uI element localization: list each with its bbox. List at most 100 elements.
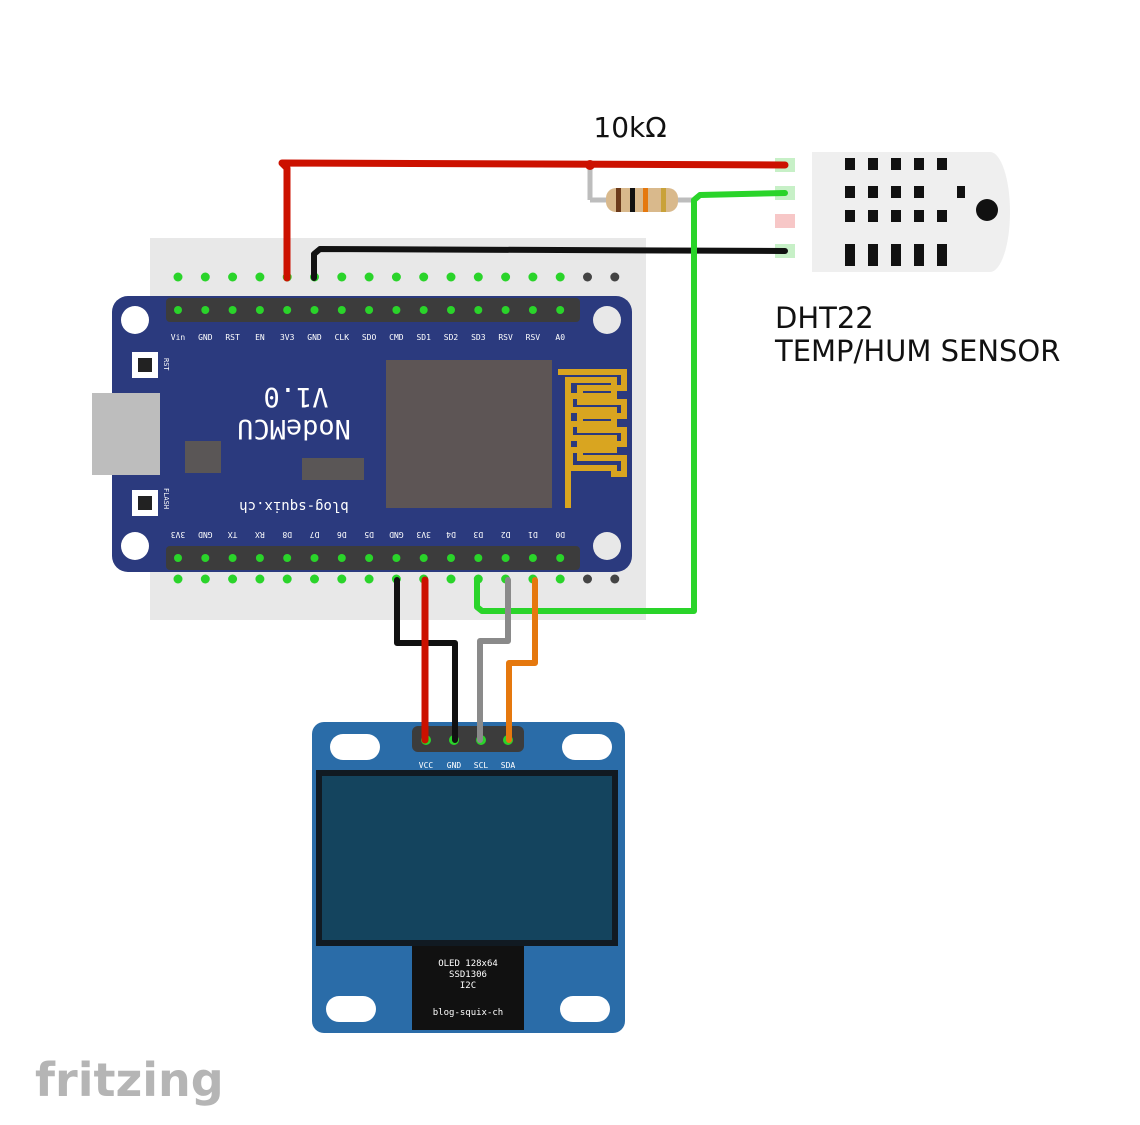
header-pin: [474, 554, 483, 562]
header-pin: [501, 554, 510, 562]
breadboard-hole: [310, 574, 319, 584]
top-pin-label: RSV: [498, 333, 513, 342]
breadboard-hole: [555, 574, 565, 584]
header-pin: [447, 306, 455, 314]
vent-slot: [914, 186, 924, 198]
header-pin: [474, 306, 483, 314]
oled-header: [412, 726, 524, 752]
oled-mounting-hole: [326, 996, 376, 1022]
resistor-label: 10kΩ: [593, 111, 666, 144]
oled-mounting-hole: [562, 734, 612, 760]
breadboard-hole: [255, 272, 265, 282]
oled-module: OLED 128x64 SSD1306 I2C blog-squix-ch VC…: [312, 722, 625, 1033]
antenna-trace: [558, 369, 627, 508]
vent-slot: [891, 244, 901, 266]
oled-mounting-hole: [330, 734, 380, 760]
vent-slot: [868, 186, 878, 198]
vent-slot: [868, 158, 878, 170]
vent-slot: [914, 210, 924, 222]
breadboard-hole: [419, 272, 429, 282]
vent-slot: [937, 158, 947, 170]
top-pin-label: CLK: [335, 333, 350, 342]
wire-black-gnd-sensor: [311, 246, 788, 281]
oled-chip-line4: blog-squix-ch: [433, 1008, 503, 1018]
vent-slot: [914, 158, 924, 170]
oled-mounting-hole: [560, 996, 610, 1022]
header-pin: [228, 554, 237, 562]
header-pin: [228, 306, 237, 314]
wire-junction: [585, 160, 595, 170]
header-pin: [365, 306, 374, 314]
top-pin-label: GND: [198, 333, 213, 342]
bottom-pin-label: D6: [337, 530, 347, 539]
header-pin: [501, 306, 510, 314]
header-pin: [174, 306, 182, 314]
breadboard-hole: [255, 574, 265, 584]
header-pin: [556, 554, 565, 562]
mounting-hole: [121, 532, 149, 560]
bottom-pin-label: D8: [282, 530, 292, 539]
top-pin-label: SD2: [444, 333, 459, 342]
header-pin: [201, 306, 210, 314]
header-pin: [255, 306, 264, 314]
sensor-vent-grid: [845, 158, 965, 266]
bottom-pin-label: D7: [310, 530, 320, 539]
bottom-pin-label: D4: [446, 530, 456, 539]
small-chip: [185, 441, 221, 473]
breadboard-hole: [228, 574, 238, 584]
header-pin: [392, 554, 401, 562]
breadboard-hole: [446, 574, 456, 584]
header-pin: [447, 554, 455, 562]
vent-slot: [937, 210, 947, 222]
breadboard-hole: [337, 574, 347, 584]
bottom-pin-label: D0: [555, 530, 565, 539]
vent-slot: [891, 158, 901, 170]
usb-connector: [92, 393, 160, 475]
breadboard-hole: [282, 574, 292, 584]
bottom-pin-label: D1: [528, 530, 538, 539]
top-pin-label: 3V3: [280, 333, 295, 342]
breadboard-hole: [501, 272, 511, 282]
bottom-pin-label: D2: [501, 530, 511, 539]
breadboard-hole: [473, 272, 483, 282]
mounting-hole: [121, 306, 149, 334]
bottom-pin-label: GND: [198, 530, 213, 539]
esp-chip: [386, 360, 552, 508]
header-pin: [365, 554, 374, 562]
bottom-pin-label: 3V3: [416, 530, 431, 539]
top-pin-label: RST: [225, 333, 240, 342]
breadboard-hole: [528, 272, 538, 282]
vent-slot: [845, 186, 855, 198]
breadboard-hole: [391, 272, 401, 282]
board-title: NodeMCU: [237, 413, 351, 444]
breadboard-hole: [446, 272, 456, 282]
top-pin-label: EN: [255, 333, 265, 342]
wire-red-vcc-sensor: [278, 159, 789, 282]
wire-gray-scl: [477, 577, 511, 743]
oled-pin-label: SCL: [474, 761, 489, 770]
header-pin: [337, 554, 346, 562]
header-pin: [528, 306, 537, 314]
breadboard-hole: [228, 272, 238, 282]
breadboard-hole: [200, 574, 210, 584]
oled-chip-label-area: [412, 946, 524, 1030]
header-pin: [419, 554, 428, 562]
breadboard-hole: [173, 574, 183, 584]
mounting-hole: [593, 532, 621, 560]
breadboard-hole: [200, 272, 210, 282]
top-pin-label: SD3: [471, 333, 486, 342]
bottom-pin-label: 3V3: [171, 530, 186, 539]
bottom-pin-label: D3: [473, 530, 483, 539]
vent-slot: [937, 244, 947, 266]
breadboard-hole: [583, 574, 592, 584]
oled-pin-label: GND: [447, 761, 462, 770]
vent-slot: [891, 186, 901, 198]
bottom-pin-label: GND: [389, 530, 404, 539]
top-pin-label: A0: [555, 333, 565, 342]
sensor-title: DHT22: [775, 301, 874, 335]
bottom-pin-label: RX: [255, 530, 265, 539]
oled-chip-line2: SSD1306: [449, 970, 487, 980]
vent-slot: [845, 244, 855, 266]
breadboard-hole: [337, 272, 347, 282]
